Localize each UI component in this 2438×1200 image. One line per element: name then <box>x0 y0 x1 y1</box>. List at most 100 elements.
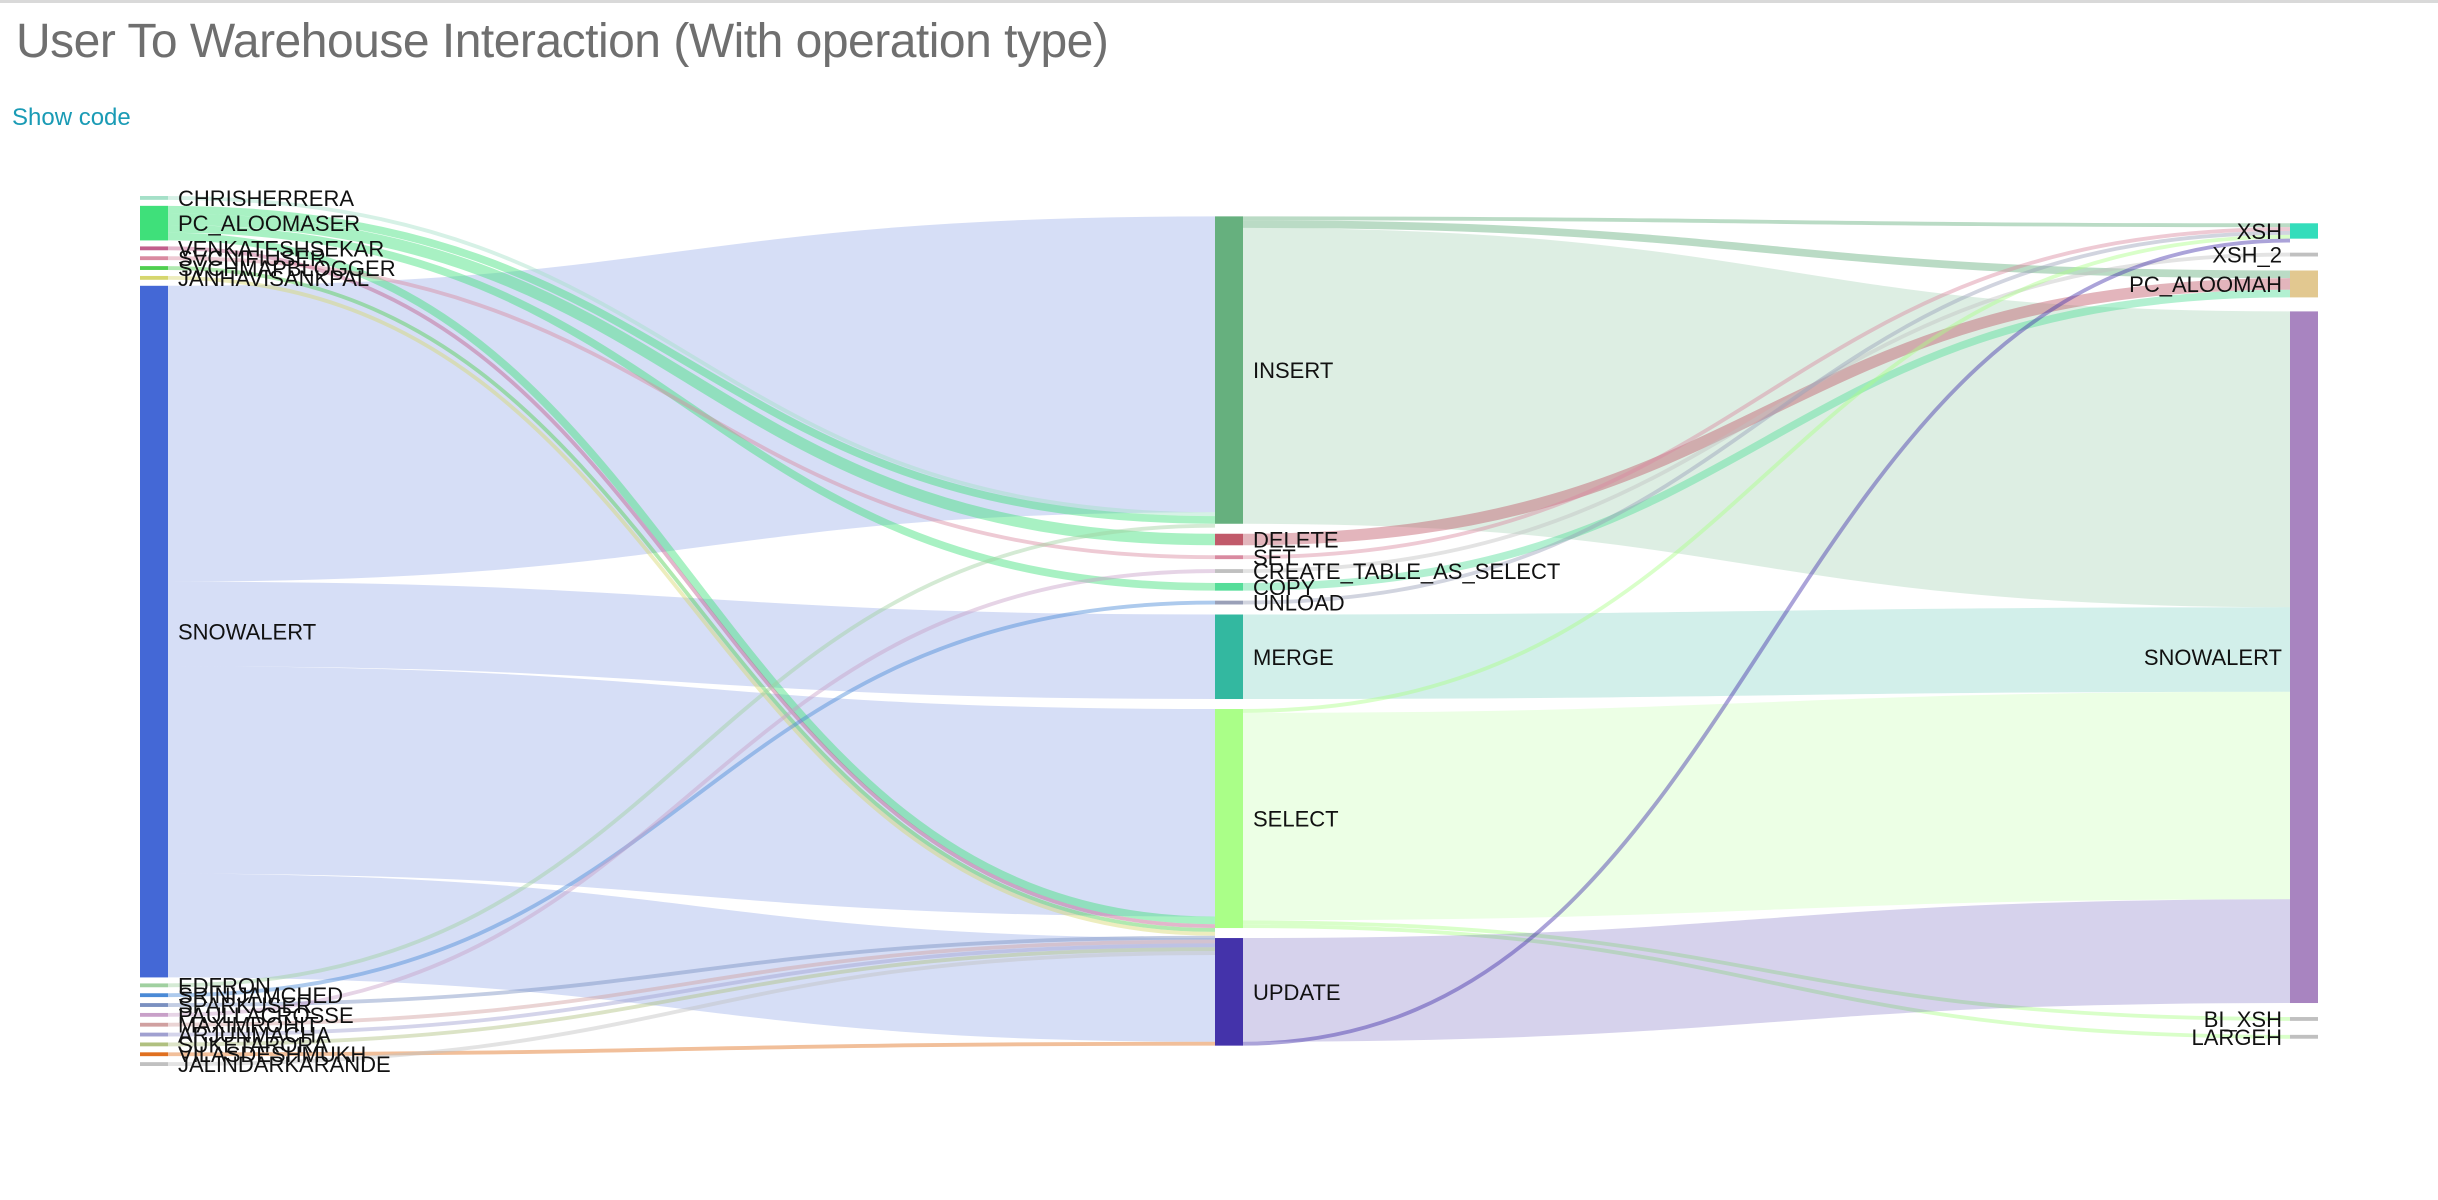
sankey-label-warehouses-bi-xsh: BI_XSH <box>2204 1007 2282 1032</box>
sankey-label-users-svchmapblogger: SVCHMAPBLOGGER <box>178 256 396 281</box>
sankey-label-users-janhavisankpal: JANHAVISANKPAL <box>178 266 369 291</box>
sankey-label-operations-copy: COPY <box>1253 575 1316 600</box>
sankey-link-srinijamched-to-unload[interactable] <box>167 600 1216 998</box>
sankey-node-operations-insert[interactable] <box>1215 216 1243 524</box>
sankey-label-operations-create-table-as-select: CREATE_TABLE_AS_SELECT <box>1253 559 1560 584</box>
sankey-node-operations-create-table-as-select[interactable] <box>1215 569 1243 573</box>
sankey-labels: CHRISHERRERAPC_ALOOMASERVENKATESHSEKARSV… <box>178 186 2282 1077</box>
sankey-link-create-table-as-select-to-xsh-2[interactable] <box>1242 252 2291 573</box>
sankey-label-warehouses-pc-aloomah: PC_ALOOMAH <box>2129 272 2282 297</box>
sankey-label-users-vilasdeshmukh: VILASDESHMUKH <box>178 1042 366 1067</box>
sankey-label-users-jalindarkarande: JALINDARKARANDE <box>178 1052 391 1077</box>
sankey-link-arjunmacha-to-select[interactable] <box>167 943 1216 1037</box>
sankey-label-operations-update: UPDATE <box>1253 980 1341 1005</box>
sankey-node-users-jalindarkarande[interactable] <box>140 1062 168 1066</box>
sankey-link-janhavisankpal-to-select[interactable] <box>167 275 1216 936</box>
sankey-link-pc-aloomaser-to-delete[interactable] <box>167 213 1216 546</box>
sankey-link-unload-to-xsh[interactable] <box>1242 230 2291 605</box>
sankey-label-warehouses-xsh: XSH <box>2237 219 2282 244</box>
sankey-link-snowalert-to-update[interactable] <box>167 873 1216 1042</box>
sankey-link-select-to-snowalert[interactable] <box>1242 691 2291 921</box>
sankey-link-insert-to-snowalert[interactable] <box>1242 227 2291 608</box>
sankey-label-users-srinijamched: SRINIJAMCHED <box>178 983 343 1008</box>
sankey-node-operations-unload[interactable] <box>1215 600 1243 605</box>
sankey-link-update-to-xsh[interactable] <box>1242 238 2291 1046</box>
sankey-node-operations-update[interactable] <box>1215 938 1243 1046</box>
sankey-link-paullacrosse-to-create-table-as-select[interactable] <box>167 569 1216 1017</box>
sankey-node-operations-copy[interactable] <box>1215 582 1243 591</box>
sankey-node-warehouses-snowalert[interactable] <box>2290 311 2318 1004</box>
sankey-label-users-edfron: EDFRON <box>178 973 271 998</box>
sankey-link-edfron-to-insert[interactable] <box>167 523 1216 988</box>
sankey-label-operations-set: SET <box>1253 545 1296 570</box>
sankey-node-users-chrisherrera[interactable] <box>140 196 168 200</box>
sankey-label-users-paullacrosse: PAULLACROSSE <box>178 1003 354 1028</box>
sankey-link-jalindarkarande-to-select[interactable] <box>167 951 1216 1067</box>
sankey-link-venkateshsekar-to-select[interactable] <box>167 246 1216 929</box>
sankey-node-users-paullacrosse[interactable] <box>140 1012 168 1017</box>
sankey-link-svchmapblogger-to-select[interactable] <box>167 266 1216 932</box>
sankey-link-merge-to-snowalert[interactable] <box>1242 607 2291 700</box>
sankey-node-warehouses-xsh-2[interactable] <box>2290 252 2318 257</box>
sankey-node-users-snowalert[interactable] <box>140 285 168 978</box>
sankey-link-select-to-bi-xsh[interactable] <box>1242 920 2291 1021</box>
sankey-node-operations-delete[interactable] <box>1215 533 1243 546</box>
sankey-label-users-svcnifiuser: SVCNIFIUSER <box>178 246 326 271</box>
sankey-label-operations-select: SELECT <box>1253 807 1339 832</box>
sankey-node-warehouses-xsh[interactable] <box>2290 223 2318 239</box>
sankey-link-snowalert-to-merge[interactable] <box>167 581 1216 700</box>
sankey-node-users-venkateshsekar[interactable] <box>140 246 168 251</box>
sankey-label-users-venkateshsekar: VENKATESHSEKAR <box>178 236 384 261</box>
sankey-link-select-to-largeh[interactable] <box>1242 924 2291 1039</box>
sankey-link-maximrohit-to-select[interactable] <box>167 939 1216 1027</box>
sankey-link-chrisherrera-to-insert[interactable] <box>167 195 1216 517</box>
sankey-link-insert-to-xsh[interactable] <box>1242 216 2291 228</box>
sankey-link-suketarora-to-select[interactable] <box>167 947 1216 1047</box>
sankey-node-users-sparkuser[interactable] <box>140 1003 168 1007</box>
sankey-node-operations-merge[interactable] <box>1215 614 1243 700</box>
show-code-link[interactable]: Show code <box>12 104 131 131</box>
sankey-node-users-vilasdeshmukh[interactable] <box>140 1052 168 1057</box>
page-title: User To Warehouse Interaction (With oper… <box>16 15 1109 68</box>
sankey-node-users-edfron[interactable] <box>140 983 168 988</box>
sankey-node-users-janhavisankpal[interactable] <box>140 275 168 280</box>
sankey-node-users-maximrohit[interactable] <box>140 1022 168 1027</box>
sankey-nodes <box>140 196 2318 1066</box>
sankey-node-operations-set[interactable] <box>1215 555 1243 560</box>
sankey-link-svcnifiuser-to-set[interactable] <box>167 256 1216 560</box>
sankey-label-operations-merge: MERGE <box>1253 645 1334 670</box>
sankey-label-users-sparkuser: SPARKUSER <box>178 993 312 1018</box>
sankey-label-warehouses-xsh-2: XSH_2 <box>2212 243 2282 268</box>
sankey-label-operations-insert: INSERT <box>1253 358 1333 383</box>
sankey-node-warehouses-bi-xsh[interactable] <box>2290 1017 2318 1021</box>
sankey-node-users-svchmapblogger[interactable] <box>140 266 168 270</box>
sankey-link-insert-to-pc-aloomah[interactable] <box>1242 220 2291 279</box>
sankey-label-operations-delete: DELETE <box>1253 528 1339 553</box>
sankey-link-pc-aloomaser-to-copy[interactable] <box>167 225 1216 591</box>
sankey-node-users-arjunmacha[interactable] <box>140 1032 168 1037</box>
sankey-node-warehouses-largeh[interactable] <box>2290 1034 2318 1039</box>
sankey-link-pc-aloomaser-to-insert[interactable] <box>167 205 1216 524</box>
sankey-node-warehouses-pc-aloomah[interactable] <box>2290 270 2318 298</box>
top-border <box>0 0 2438 3</box>
sankey-link-copy-to-pc-aloomah[interactable] <box>1242 289 2291 591</box>
sankey-link-set-to-xsh[interactable] <box>1242 227 2291 560</box>
sankey-links <box>167 195 2291 1067</box>
sankey-link-sparkuser-to-select[interactable] <box>167 935 1216 1007</box>
sankey-link-select-to-xsh[interactable] <box>1242 234 2291 713</box>
sankey-node-users-svcnifiuser[interactable] <box>140 256 168 261</box>
sankey-label-warehouses-snowalert: SNOWALERT <box>2144 645 2282 670</box>
sankey-label-users-chrisherrera: CHRISHERRERA <box>178 186 354 211</box>
sankey-link-delete-to-pc-aloomah[interactable] <box>1242 278 2291 546</box>
sankey-link-update-to-snowalert[interactable] <box>1242 899 2291 1042</box>
sankey-link-snowalert-to-insert[interactable] <box>167 216 1216 582</box>
sankey-link-snowalert-to-select[interactable] <box>167 666 1216 917</box>
sankey-node-operations-select[interactable] <box>1215 709 1243 929</box>
sankey-label-warehouses-largeh: LARGEH <box>2192 1025 2282 1050</box>
sankey-node-users-pc-aloomaser[interactable] <box>140 205 168 241</box>
sankey-link-pc-aloomaser-to-select[interactable] <box>167 232 1216 925</box>
sankey-link-vilasdeshmukh-to-update[interactable] <box>167 1041 1216 1057</box>
sankey-node-users-suketarora[interactable] <box>140 1042 168 1047</box>
sankey-chart: CHRISHERRERAPC_ALOOMASERVENKATESHSEKARSV… <box>140 186 2318 1077</box>
sankey-node-users-srinijamched[interactable] <box>140 993 168 998</box>
